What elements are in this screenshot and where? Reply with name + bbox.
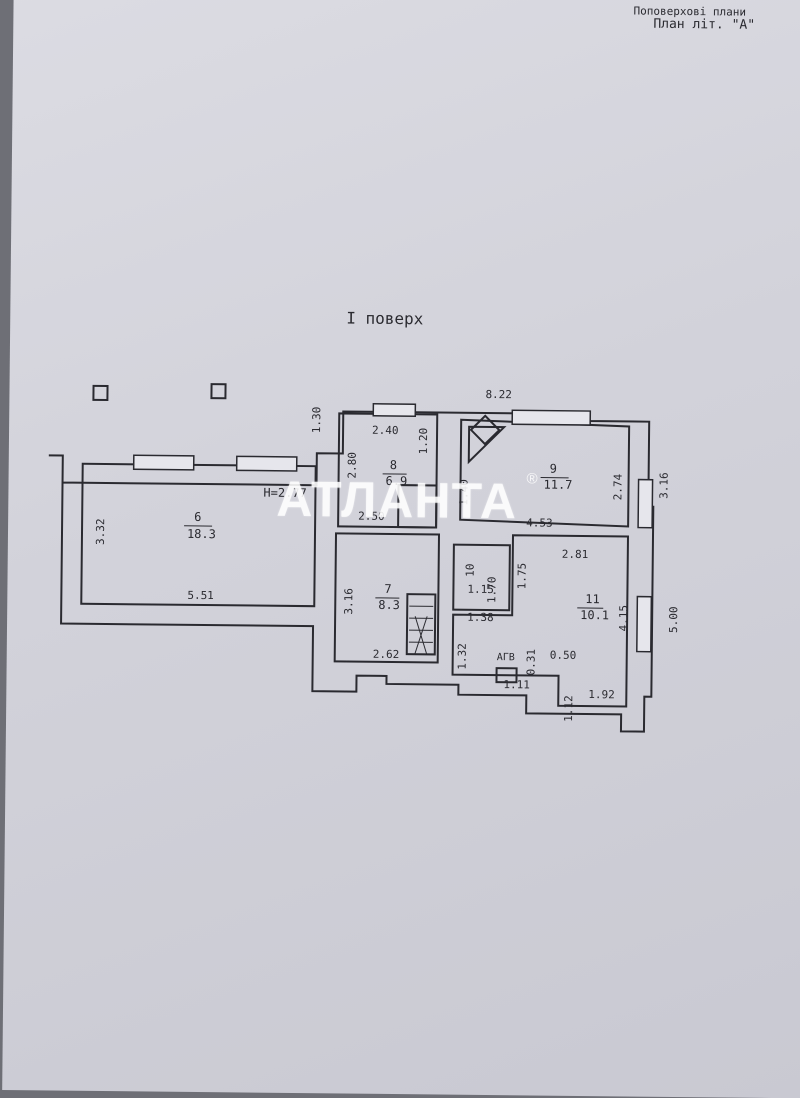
dim-1-11: 1.11: [503, 678, 530, 691]
dim-2-40: 2.40: [372, 424, 399, 437]
staircase: [407, 594, 436, 654]
room-10-number: 10: [464, 563, 477, 576]
room-10-outline: [453, 545, 510, 611]
dim-3-16-right: 3.16: [657, 472, 670, 499]
dim-5-00: 5.00: [667, 606, 680, 633]
label-agv: АГВ: [497, 652, 515, 663]
dim-1-30: 1.30: [310, 407, 323, 434]
dim-1-12: 1.12: [562, 695, 575, 722]
dim-1-38: 1.38: [467, 611, 494, 624]
dim-2-62: 2.62: [373, 648, 400, 661]
registered-mark: ®: [527, 470, 538, 487]
dim-8-22: 8.22: [485, 388, 512, 401]
window-room9-side: [638, 480, 653, 528]
marker-square-left: [93, 386, 107, 400]
dim-3-16-stairs: 3.16: [342, 588, 355, 615]
dim-0-50: 0.50: [550, 649, 577, 662]
room-9-number: 9: [550, 462, 557, 476]
dim-1-32: 1.32: [456, 643, 469, 670]
atlanta-watermark: АТЛАНТА: [276, 470, 517, 531]
room-11-area: 10.1: [580, 608, 609, 622]
dim-0-31: 0.31: [525, 649, 538, 676]
dim-1-20: 1.20: [417, 428, 430, 455]
dim-4-15: 4.15: [617, 605, 630, 632]
dim-2-74: 2.74: [611, 473, 624, 500]
room-8-number: 8: [390, 458, 397, 472]
window-room8: [373, 404, 415, 416]
room-9-area: 11.7: [543, 478, 572, 492]
dim-2-81: 2.81: [562, 548, 589, 561]
window-room6-b: [237, 456, 297, 471]
room-7-area: 8.3: [378, 598, 400, 612]
dim-4-53: 4.53: [526, 516, 553, 529]
marker-square-right: [211, 384, 225, 398]
room-11-number: 11: [585, 592, 600, 606]
dim-1-75: 1.75: [515, 563, 528, 590]
dim-1-92: 1.92: [588, 688, 615, 701]
room-6-area: 18.3: [187, 527, 216, 541]
floor-title: I поверх: [346, 308, 424, 328]
window-room6-a: [134, 455, 194, 470]
room-7-number: 7: [384, 582, 391, 596]
room-6-number: 6: [194, 510, 201, 524]
window-room9: [512, 410, 590, 425]
dim-3-32: 3.32: [94, 518, 107, 545]
dim-1-70: 1.70: [485, 576, 498, 603]
window-room11: [637, 597, 652, 652]
dim-5-51: 5.51: [187, 589, 214, 602]
